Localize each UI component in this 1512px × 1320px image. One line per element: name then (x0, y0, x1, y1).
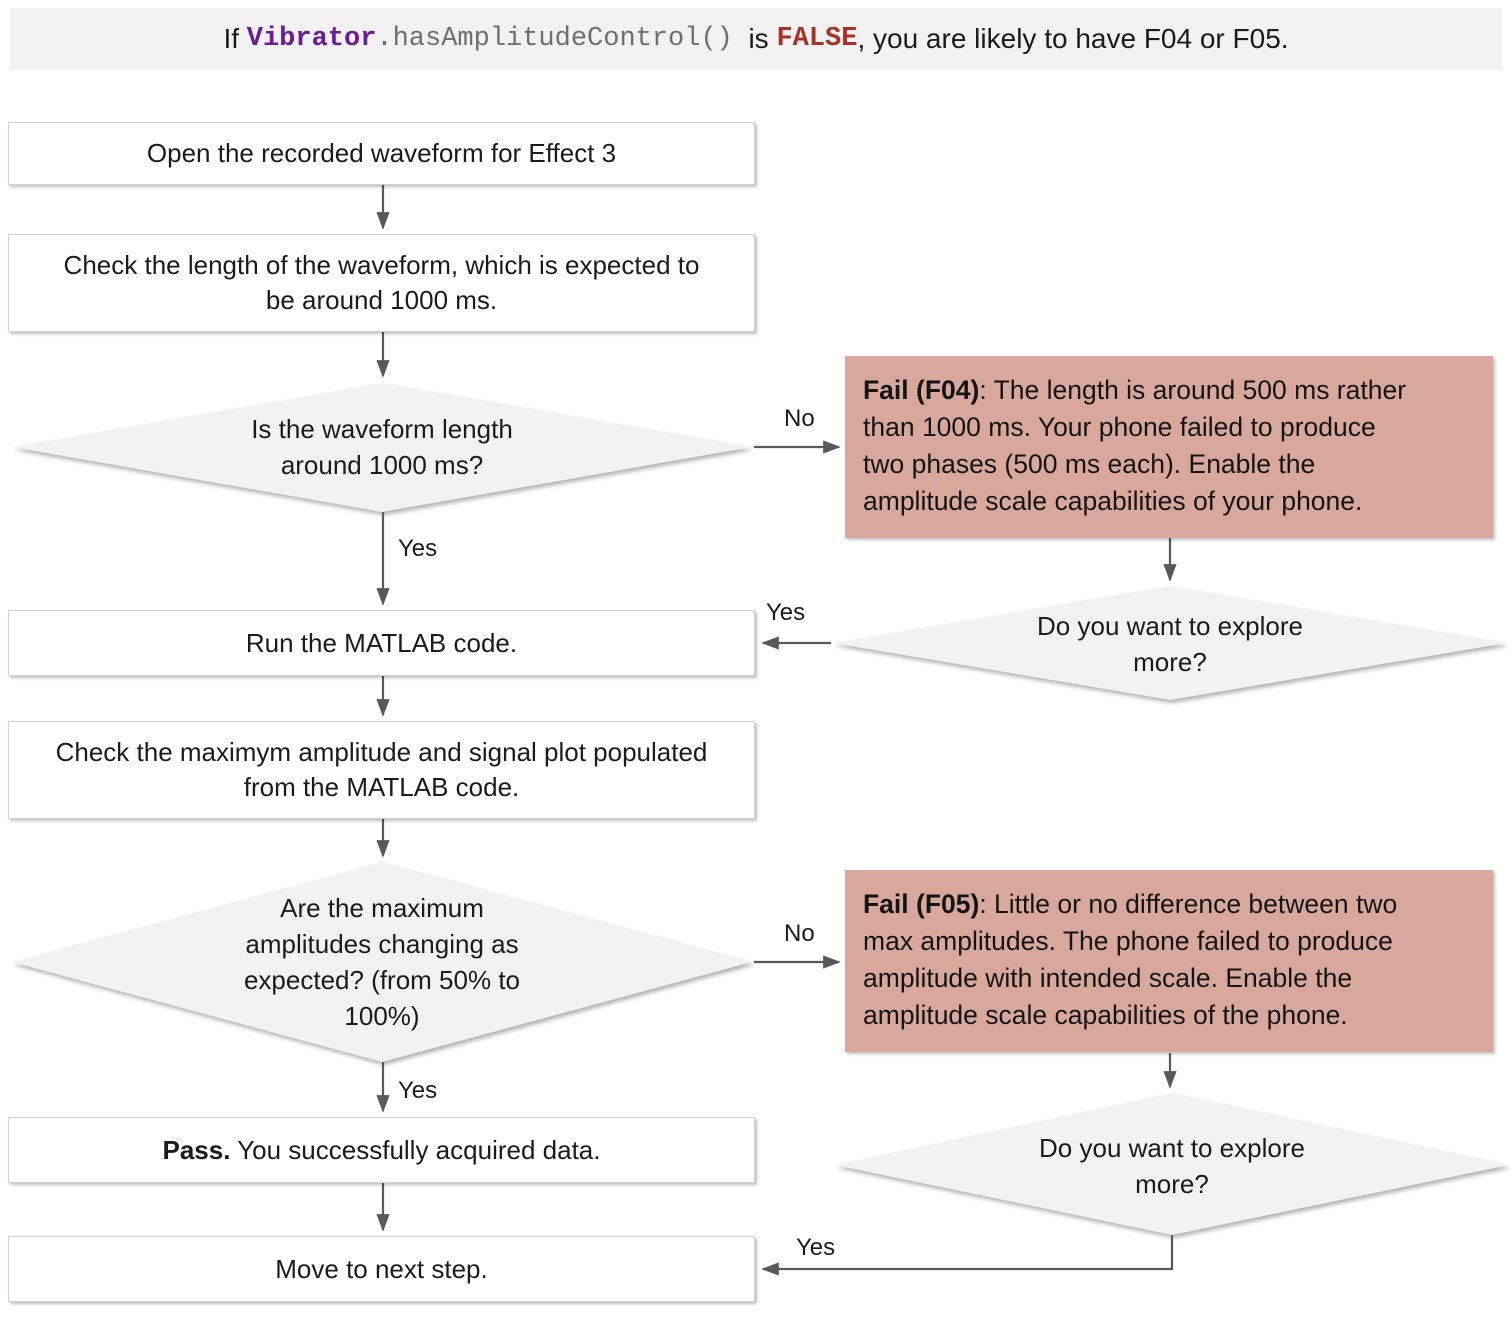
decision-diamond-max-amplitudes (12, 862, 752, 1062)
fail-f04-line: two phases (500 ms each). Enable the (863, 449, 1316, 479)
banner-false-token: FALSE (776, 24, 858, 54)
fail-f04-line: than 1000 ms. Your phone failed to produ… (863, 412, 1376, 442)
step-pass: Pass. You successfully acquired data. (8, 1117, 755, 1183)
fail-f05-box: Fail (F05): Little or no difference betw… (845, 870, 1493, 1052)
decision-max-amplitudes-label: Are the maximum amplitudes changing as e… (243, 893, 521, 1031)
fail-f04-line: amplitude scale capabilities of your pho… (863, 486, 1363, 516)
decision-explore-more-2-label: Do you want to explore more? (1039, 1133, 1305, 1199)
fail-f04-title: Fail (F04) (863, 375, 980, 405)
step-check-length: Check the length of the waveform, which … (8, 234, 755, 332)
decision-explore-more-1-label: Do you want to explore more? (1037, 611, 1303, 677)
banner-suffix: , you are likely to have F04 or F05. (857, 23, 1289, 54)
edge-label-length-no: No (784, 405, 815, 432)
fail-f05-line: amplitude with intended scale. Enable th… (863, 963, 1353, 993)
step-run-matlab-label: Run the MATLAB code. (245, 627, 518, 658)
banner-code-method: .hasAmplitudeControl() (376, 24, 733, 54)
fail-f05-title: Fail (F05) (863, 889, 980, 919)
fail-f05-line: Fail (F05): Little or no difference betw… (863, 886, 1475, 923)
step-run-matlab: Run the MATLAB code. (8, 610, 755, 676)
step-check-amplitude-label: Check the maximym amplitude and signal p… (55, 737, 708, 802)
fail-f05-line: amplitude scale capabilities of the phon… (863, 1000, 1348, 1030)
decision-diamond-waveform-length (12, 383, 752, 512)
step-move-next-label: Move to next step. (275, 1253, 488, 1284)
decision-diamond-explore-more-2 (835, 1093, 1509, 1235)
pass-rest: You successfully acquired data. (230, 1134, 601, 1165)
edge-label-amplitude-yes: Yes (398, 1077, 438, 1104)
banner-conjunction: is (732, 23, 777, 54)
pass-title: Pass. (162, 1134, 231, 1165)
arrow-explore2-yes (761, 1235, 1174, 1276)
decision-waveform-length-label: Is the waveform length around 1000 ms? (251, 414, 513, 480)
fail-f04-box: Fail (F04): The length is around 500 ms … (845, 356, 1493, 538)
step-pass-label: Pass. You successfully acquired data. (163, 1133, 601, 1168)
step-check-amplitude: Check the maximym amplitude and signal p… (8, 721, 755, 819)
step-open-waveform-label: Open the recorded waveform for Effect 3 (146, 138, 617, 168)
edge-label-explore2-yes: Yes (796, 1234, 836, 1261)
step-check-length-label: Check the length of the waveform, which … (63, 250, 700, 315)
edge-label-explore1-yes: Yes (766, 599, 806, 626)
banner-prefix: If (223, 23, 247, 54)
fail-f04-line: Fail (F04): The length is around 500 ms … (863, 372, 1475, 409)
fail-f04-line1-rest: : The length is around 500 ms rather (979, 375, 1407, 405)
step-open-waveform: Open the recorded waveform for Effect 3 (8, 122, 755, 185)
edge-label-length-yes: Yes (398, 535, 438, 562)
edge-label-amplitude-no: No (784, 920, 815, 947)
fail-f05-line1-rest: : Little or no difference between two (979, 889, 1398, 919)
banner-code-class: Vibrator (246, 24, 377, 54)
fail-f05-line: max amplitudes. The phone failed to prod… (863, 926, 1393, 956)
info-banner: If Vibrator.hasAmplitudeControl() is FAL… (10, 8, 1502, 70)
decision-diamond-explore-more-1 (833, 586, 1507, 700)
step-move-next: Move to next step. (8, 1236, 755, 1302)
